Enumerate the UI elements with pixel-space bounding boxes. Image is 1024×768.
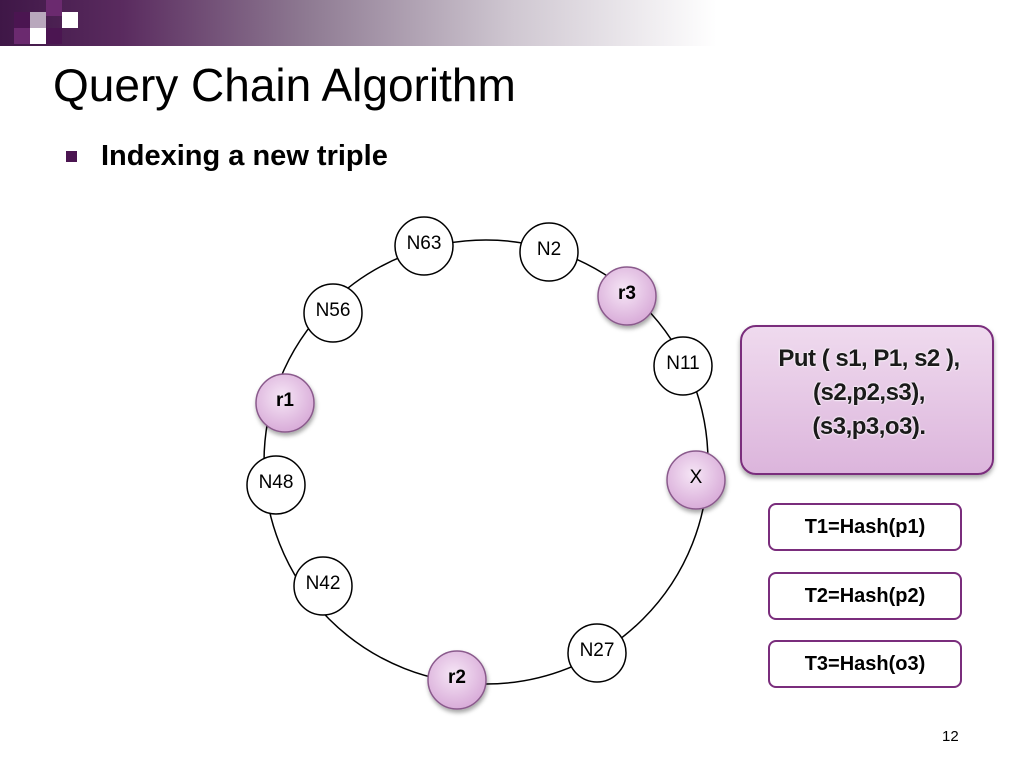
ring-node-label-n11: N11	[666, 353, 700, 374]
ring-node-n11	[653, 336, 713, 396]
ring-node-label-r3: r3	[618, 283, 636, 304]
ring-node-n2	[519, 222, 579, 282]
hash-box-t2: T2=Hash(p2)	[768, 572, 962, 620]
square-bullet-icon	[66, 151, 77, 162]
header-gradient-bar	[0, 0, 1024, 46]
ring-node-r1	[255, 373, 315, 433]
ring-node-r3	[597, 266, 657, 326]
put-line-2: (s2,p2,s3),	[813, 379, 925, 406]
ring-node-n27	[567, 623, 627, 683]
ring-node-x	[666, 450, 726, 510]
ring-node-label-x: X	[689, 467, 703, 488]
hash-box-t1: T1=Hash(p1)	[768, 503, 962, 551]
bullet-text: Indexing a new triple	[101, 140, 388, 172]
ring-node-label-n56: N56	[315, 300, 351, 321]
ring-node-r2	[427, 650, 487, 710]
ring-node-label-r1: r1	[276, 390, 294, 411]
ring-node-label-n2: N2	[536, 239, 562, 260]
ring-node-label-n27: N27	[579, 640, 615, 661]
ring-node-n42	[293, 556, 353, 616]
page-title: Query Chain Algorithm	[53, 59, 516, 111]
ring-node-label-n63: N63	[406, 233, 442, 254]
ring-node-n63	[394, 216, 454, 276]
ring-node-label-n48: N48	[258, 472, 294, 493]
ring-node-label-n42: N42	[305, 573, 341, 594]
put-line-3: (s3,p3,o3).	[812, 413, 926, 440]
page-number: 12	[942, 728, 959, 745]
put-line-1: Put ( s1, P1, s2 ),	[778, 345, 960, 372]
hash-box-t3: T3=Hash(o3)	[768, 640, 962, 688]
ring-node-n56	[303, 283, 363, 343]
bullet-item: Indexing a new triple	[66, 140, 388, 173]
ring-node-label-r2: r2	[448, 667, 466, 688]
put-triples-box: Put ( s1, P1, s2 ), (s2,p2,s3), (s3,p3,o…	[740, 325, 994, 475]
ring-node-n48	[246, 455, 306, 515]
